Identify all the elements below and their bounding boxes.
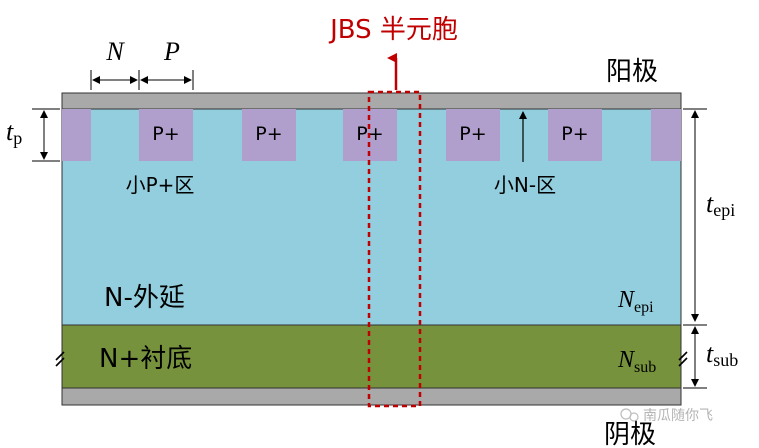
tp-label: tp: [6, 117, 22, 148]
dimension-p-label: P: [163, 37, 180, 66]
p-plus-region: [242, 109, 296, 161]
p-plus-region-edge-right: [651, 109, 681, 161]
tsub-label: tsub: [706, 339, 738, 370]
cathode-label: 阴极: [604, 420, 656, 448]
p-plus-region-edge-left: [62, 109, 91, 161]
watermark: 南瓜随你飞: [620, 408, 713, 424]
p-plus-label: P+: [255, 123, 282, 145]
jbs-half-cell-box: [367, 90, 422, 408]
dimension-n-p: [90, 70, 194, 90]
p-plus-label: P+: [561, 123, 588, 145]
n-plus-substrate: [61, 324, 682, 389]
p-plus-region: [139, 109, 193, 161]
cathode-metal: [61, 387, 682, 406]
p-plus-label: P+: [459, 123, 486, 145]
break-mark-left: [55, 351, 65, 367]
dimension-n-label: N: [105, 37, 125, 66]
n-plus-substrate-label: N+衬底: [99, 344, 192, 374]
break-mark-right: [678, 351, 688, 367]
anode-metal: [61, 92, 682, 110]
p-plus-label: P+: [152, 123, 179, 145]
tepi-label: tepi: [706, 189, 735, 220]
small-n-region-label: 小N-区: [494, 173, 556, 197]
n-epi-layer-label: N-外延: [104, 283, 185, 313]
n-epi-doping-label: Nepi: [617, 287, 654, 316]
p-plus-region: [446, 109, 500, 161]
n-sub-doping-label: Nsub: [617, 347, 656, 376]
small-p-region-label: 小P+区: [126, 173, 195, 197]
dimension-tepi-tsub: [683, 108, 707, 389]
anode-label: 阳极: [606, 57, 658, 87]
svg-text:南瓜随你飞: 南瓜随你飞: [643, 408, 713, 424]
p-plus-region: [548, 109, 602, 161]
jbs-half-cell-label: JBS 半元胞: [328, 15, 458, 45]
dimension-tp: [32, 108, 60, 162]
